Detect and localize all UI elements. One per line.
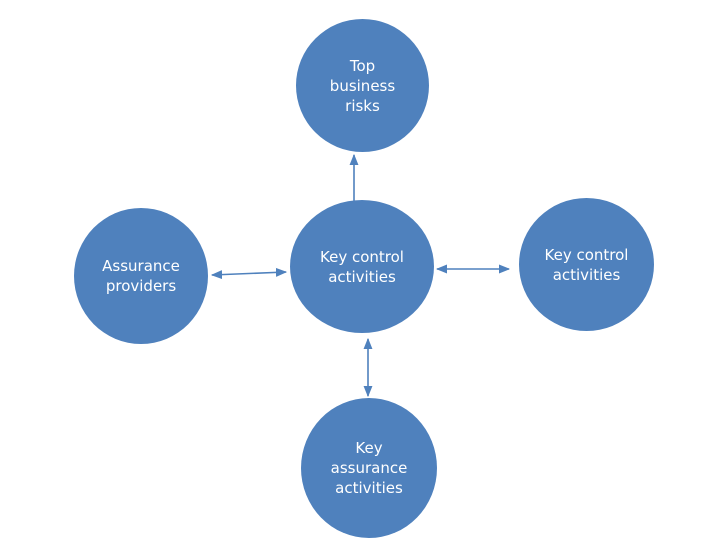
node-label: Assurance providers bbox=[102, 257, 180, 295]
node-key-assurance-activities: Key assurance activities bbox=[301, 398, 437, 538]
node-label: Key assurance activities bbox=[330, 439, 408, 497]
node-label: Top business risks bbox=[329, 56, 396, 115]
node-top-business-risks: Top business risks bbox=[296, 19, 429, 152]
node-label: Key control activities bbox=[544, 245, 629, 284]
node-key-control-activities-center: Key control activities bbox=[290, 200, 434, 333]
node-assurance-providers: Assurance providers bbox=[74, 208, 208, 344]
connector-left-center bbox=[210, 267, 288, 280]
node-label: Key control activities bbox=[320, 247, 404, 286]
node-key-control-activities-right: Key control activities bbox=[519, 198, 654, 331]
